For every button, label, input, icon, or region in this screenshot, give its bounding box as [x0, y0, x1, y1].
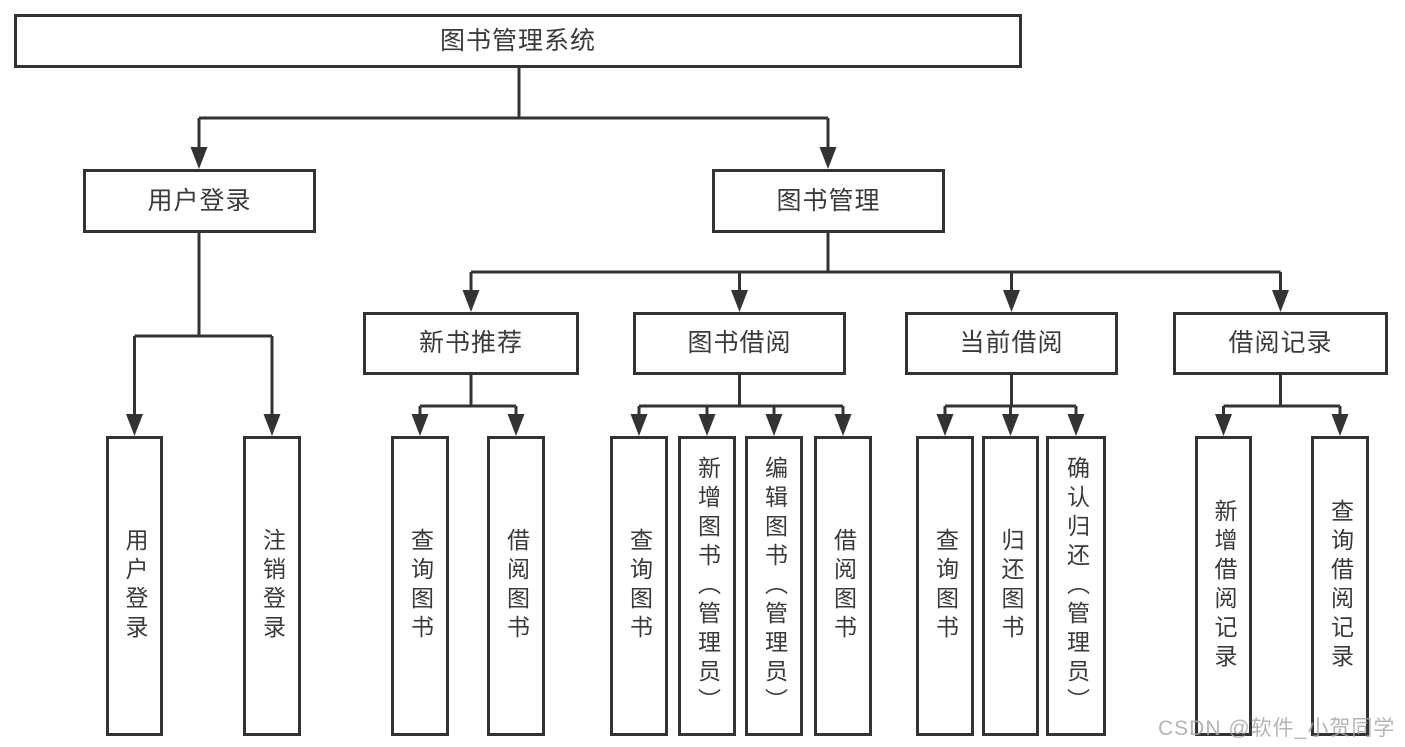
leaf-edit-book-admin: 编辑图书（管理员） — [745, 436, 803, 736]
leaf-return-books: 归还图书 — [982, 436, 1039, 736]
leaf-query-books-borrowing: 查询图书 — [610, 436, 668, 736]
node-user-login: 用户登录 — [83, 169, 316, 233]
leaf-confirm-return-admin: 确认归还（管理员） — [1046, 436, 1106, 736]
leaf-logout: 注销登录 — [243, 436, 301, 736]
node-new-book-recommend: 新书推荐 — [363, 312, 579, 375]
node-book-borrowing: 图书借阅 — [633, 312, 846, 375]
node-book-management: 图书管理 — [712, 169, 945, 233]
leaf-add-book-admin: 新增图书（管理员） — [678, 436, 736, 736]
leaf-query-borrow-record: 查询借阅记录 — [1311, 436, 1369, 736]
leaf-query-books-current: 查询图书 — [916, 436, 974, 736]
watermark-text: CSDN @软件_小贺同学 — [1158, 717, 1396, 740]
leaf-borrow-books-recommend: 借阅图书 — [487, 436, 545, 736]
leaf-borrow-books-borrowing: 借阅图书 — [814, 436, 872, 736]
leaf-add-borrow-record: 新增借阅记录 — [1195, 436, 1252, 736]
node-current-borrowing: 当前借阅 — [905, 312, 1118, 375]
leaf-query-books-recommend: 查询图书 — [391, 436, 449, 736]
node-library-management-system: 图书管理系统 — [14, 14, 1022, 68]
leaf-user-login: 用户登录 — [106, 436, 163, 736]
node-borrowing-records: 借阅记录 — [1173, 312, 1388, 375]
